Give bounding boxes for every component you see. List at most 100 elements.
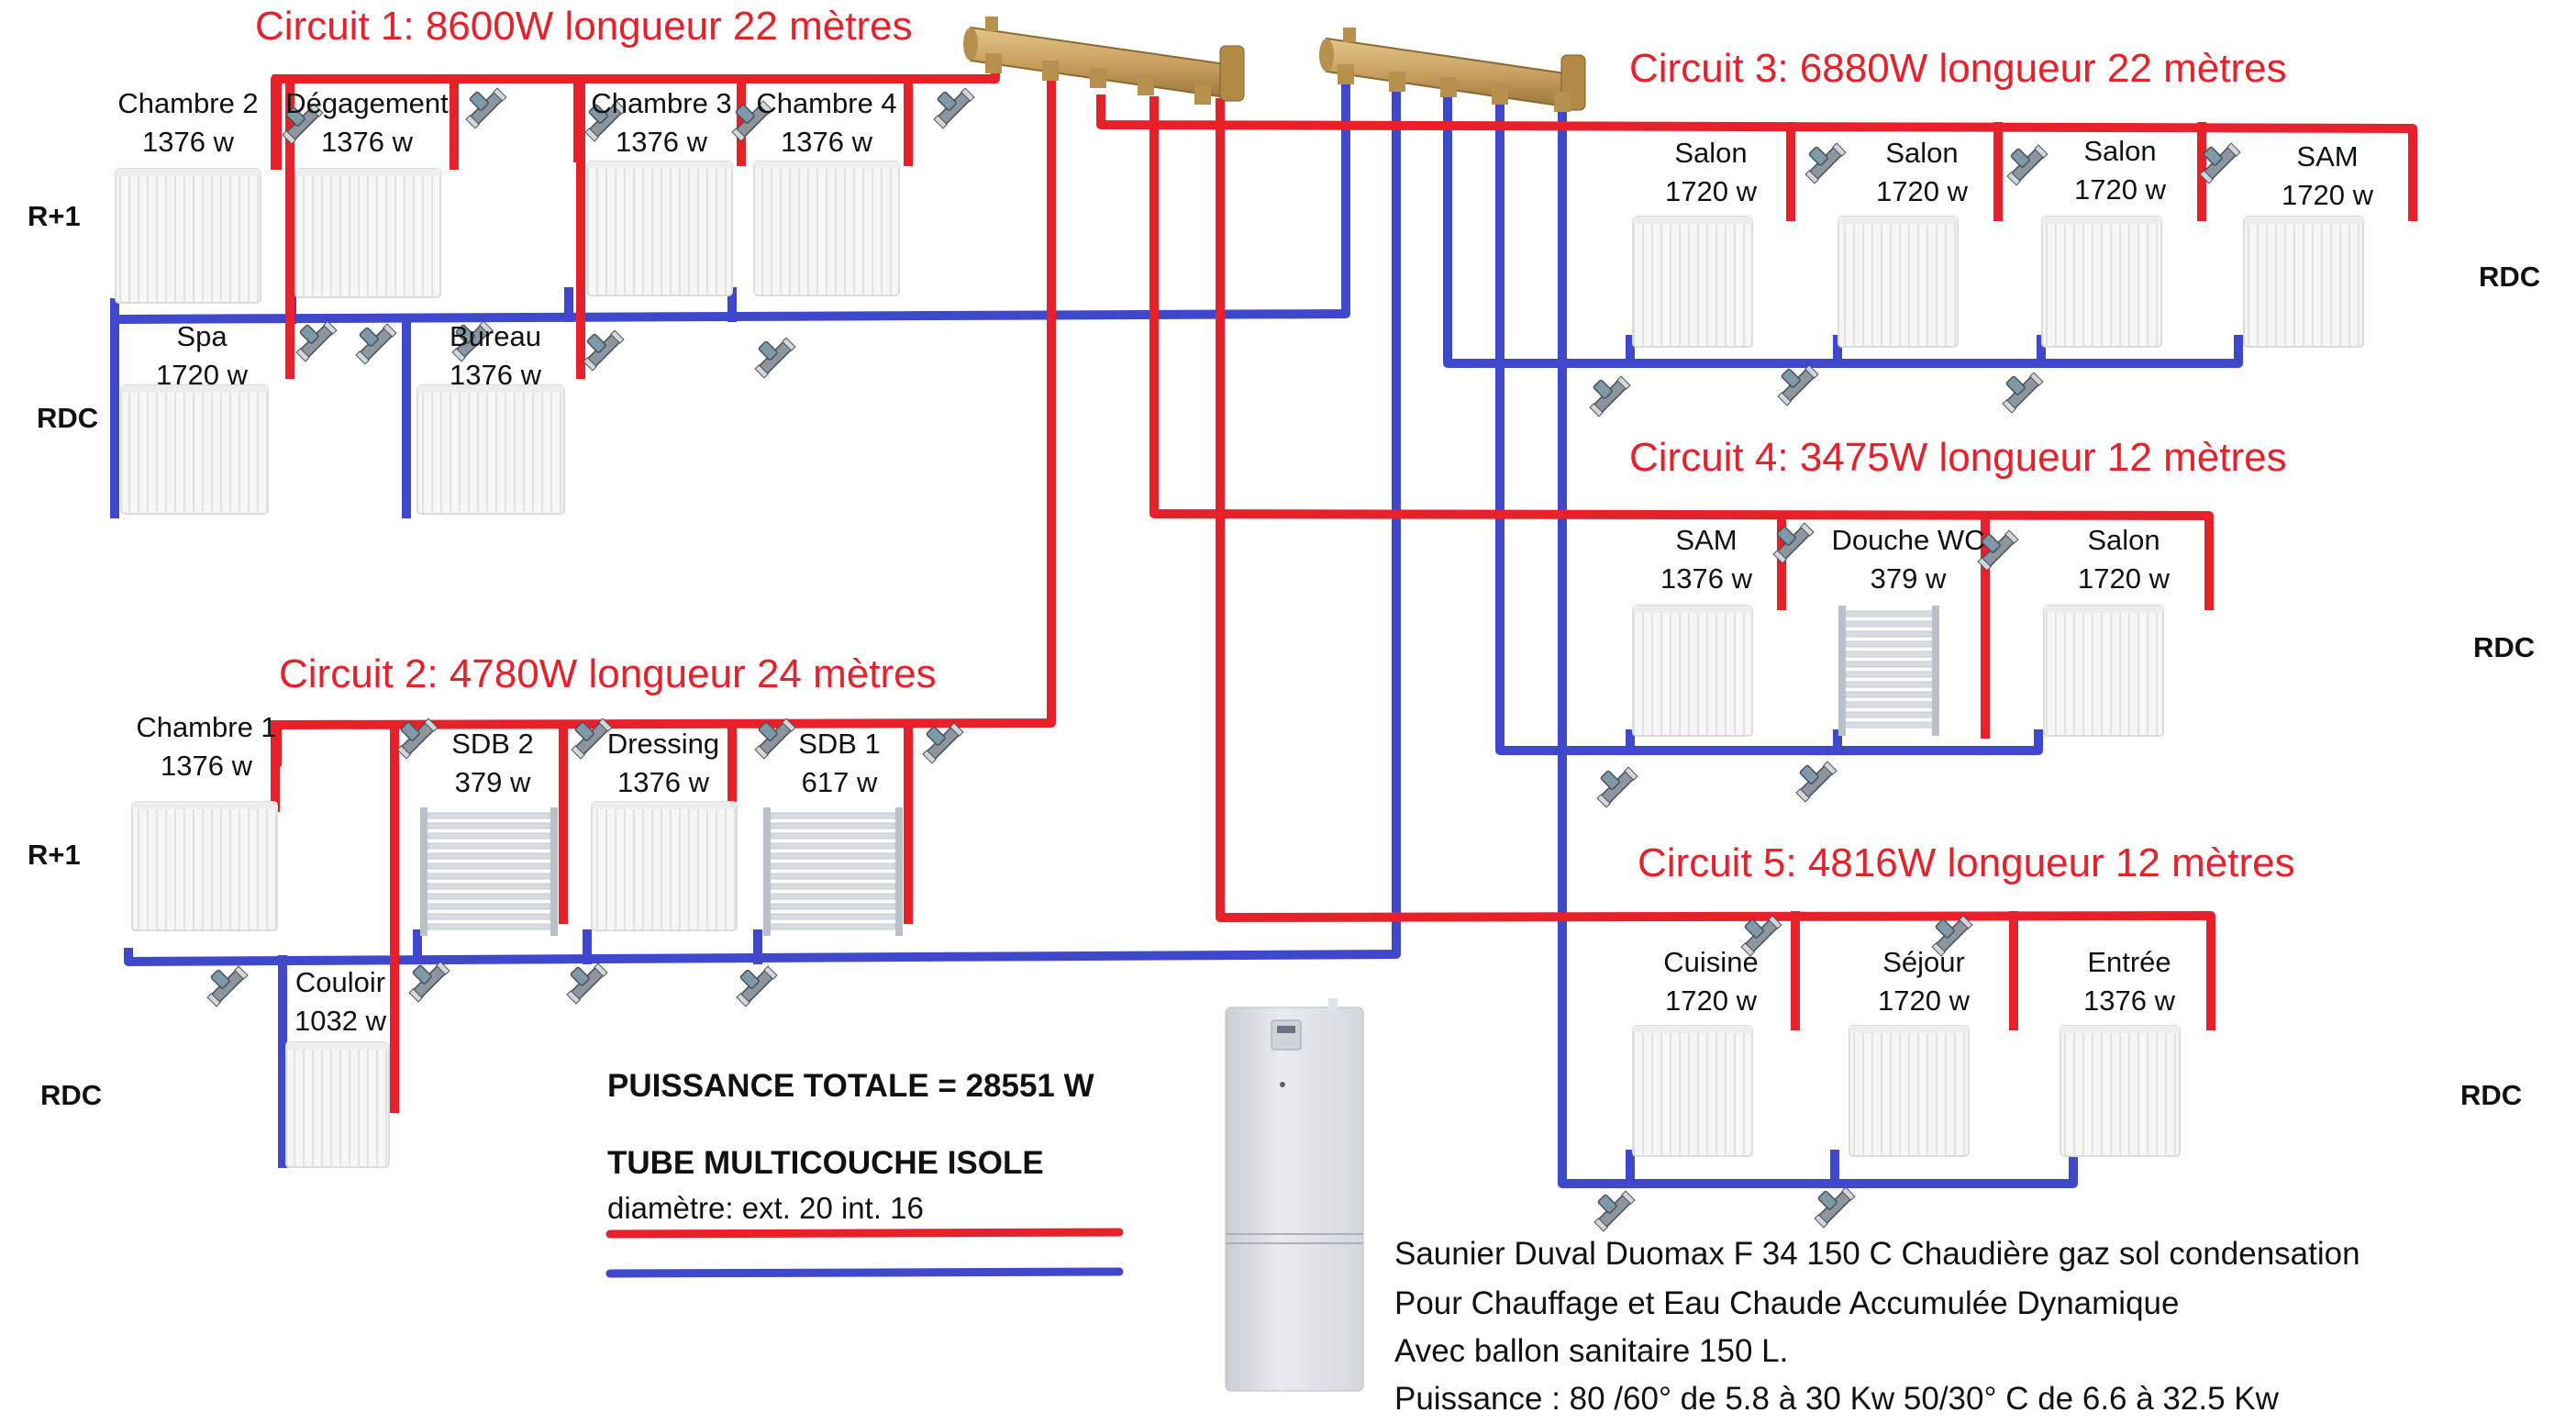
towel-radiator-icon <box>1838 606 1939 736</box>
room-name: Dressing <box>606 728 720 760</box>
panel-radiator-icon <box>115 168 261 304</box>
room-power: 1720 w <box>1665 175 1757 207</box>
level-label-rdc-right-3: RDC <box>2460 1079 2523 1111</box>
towel-radiator-icon <box>420 807 558 936</box>
room-power: 1720 w <box>1878 985 1970 1017</box>
room-label: Spa 1720 w <box>128 317 275 395</box>
room-label: Salon 1720 w <box>2046 521 2202 598</box>
room-power: 1032 w <box>294 1005 386 1037</box>
room-name: Salon <box>1885 137 1959 169</box>
room-label: Chambre 4 1376 w <box>749 84 905 161</box>
level-label-r1-bottom: R+1 <box>28 839 81 871</box>
fittings <box>206 87 2241 1232</box>
room-power: 379 w <box>1870 562 1947 595</box>
tube-diameter-label: diamètre: ext. 20 int. 16 <box>607 1191 924 1225</box>
panel-radiator-icon <box>120 384 269 515</box>
level-label-rdc-top: RDC <box>37 402 99 434</box>
room-power: 1720 w <box>1665 985 1757 1017</box>
room-name: Séjour <box>1882 946 1965 978</box>
room-label: Douche WC 379 w <box>1826 521 1991 598</box>
room-power: 617 w <box>801 766 878 798</box>
circuit-1-title: Circuit 1: 8600W longueur 22 mètres <box>255 4 913 49</box>
pex-tee-fitting-icon <box>206 965 249 1007</box>
panel-radiator-icon <box>285 1041 390 1168</box>
room-power: 1376 w <box>617 766 709 798</box>
legend-supply-line <box>605 1228 1124 1239</box>
pex-tee-fitting-icon <box>1977 529 2019 572</box>
pex-tee-fitting-icon <box>736 965 778 1007</box>
circuit-3-return <box>1443 78 2243 368</box>
pex-tee-fitting-icon <box>571 718 613 760</box>
panel-radiator-icon <box>2243 216 2364 348</box>
room-label: Entrée 1376 w <box>2051 943 2207 1020</box>
circuit-4-return <box>1495 85 2043 755</box>
total-power-label: PUISSANCE TOTALE = 28551 W <box>607 1068 1094 1104</box>
supply-manifold <box>963 17 1245 105</box>
pex-tee-fitting-icon <box>396 718 439 760</box>
room-name: Bureau <box>450 320 541 352</box>
room-label: Dégagement 1376 w <box>284 84 450 161</box>
panel-radiator-icon <box>586 161 733 296</box>
pex-tee-fitting-icon <box>355 323 397 365</box>
room-label: SAM 1376 w <box>1628 521 1784 598</box>
room-label: Chambre 1 1376 w <box>128 708 284 785</box>
room-name: Chambre 2 <box>117 87 259 119</box>
room-power: 1720 w <box>156 359 248 391</box>
room-label: Séjour 1720 w <box>1846 943 2002 1020</box>
room-label: Salon 1720 w <box>2042 132 2198 209</box>
room-name: Spa <box>176 320 228 352</box>
circuit-5-supply <box>1216 98 2215 1030</box>
panel-radiator-icon <box>1849 1025 1970 1157</box>
pex-tee-fitting-icon <box>754 718 796 760</box>
pex-tee-fitting-icon <box>465 87 507 129</box>
boiler-tank: Avec ballon sanitaire 150 L. <box>1394 1333 1789 1369</box>
pex-tee-fitting-icon <box>1740 915 1782 957</box>
pex-tee-fitting-icon <box>1814 1186 1856 1229</box>
room-power: 1376 w <box>161 750 252 782</box>
room-label: Couloir 1032 w <box>281 963 400 1040</box>
room-name: Entrée <box>2087 946 2171 978</box>
pex-tee-fitting-icon <box>584 100 627 142</box>
legend-return-line <box>605 1267 1124 1278</box>
pex-tee-fitting-icon <box>1931 915 1973 957</box>
pex-tee-fitting-icon <box>1777 364 1819 406</box>
pex-tee-fitting-icon <box>583 329 625 372</box>
panel-radiator-icon <box>2041 216 2162 348</box>
level-label-rdc-bottom: RDC <box>40 1079 103 1111</box>
pex-tee-fitting-icon <box>933 87 975 129</box>
circuit-5-title: Circuit 5: 4816W longueur 12 mètres <box>1638 840 2295 885</box>
room-power: 1376 w <box>616 126 707 158</box>
room-name: Salon <box>2083 135 2157 167</box>
room-name: Chambre 1 <box>136 711 277 743</box>
level-label-rdc-right-1: RDC <box>2479 261 2541 293</box>
room-name: Couloir <box>294 966 386 998</box>
room-power: 1720 w <box>1876 175 1968 207</box>
room-label: SAM 1720 w <box>2249 138 2405 215</box>
pex-tee-fitting-icon <box>408 961 450 1003</box>
room-name: SDB 2 <box>451 728 534 760</box>
pex-tee-fitting-icon <box>1804 142 1847 184</box>
room-power: 1376 w <box>781 126 872 158</box>
room-power: 1376 w <box>450 359 541 391</box>
pex-tee-fitting-icon <box>2199 142 2241 184</box>
room-name: Chambre 4 <box>756 87 897 119</box>
room-power: 1376 w <box>1660 562 1752 595</box>
panel-radiator-icon <box>131 801 278 931</box>
pex-tee-fitting-icon <box>566 962 608 1005</box>
room-power: 1376 w <box>142 126 234 158</box>
boiler-usage: Pour Chauffage et Eau Chaude Accumulée D… <box>1394 1285 2180 1321</box>
tube-type-label: TUBE MULTICOUCHE ISOLE <box>607 1145 1044 1181</box>
room-label: Chambre 2 1376 w <box>110 84 266 161</box>
room-name: Salon <box>2087 524 2160 556</box>
room-label: Cuisine 1720 w <box>1633 943 1789 1020</box>
pex-tee-fitting-icon <box>1795 761 1838 803</box>
pex-tee-fitting-icon <box>731 100 773 142</box>
pex-tee-fitting-icon <box>282 103 324 145</box>
radiators <box>115 161 2364 1168</box>
room-label: Chambre 3 1376 w <box>583 84 739 161</box>
circuit-5-return <box>1558 92 2078 1188</box>
room-power: 1720 w <box>2282 179 2373 211</box>
circuit-3-supply <box>1096 95 2417 221</box>
pex-tee-fitting-icon <box>2002 372 2044 414</box>
panel-radiator-icon <box>1632 216 1753 348</box>
